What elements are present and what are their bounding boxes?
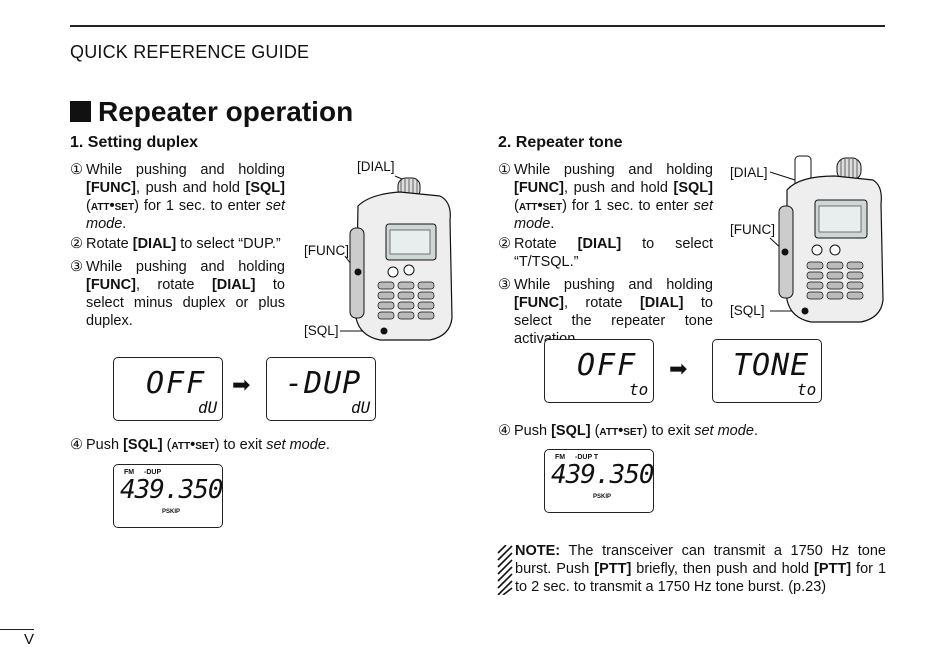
transceiver-illustration	[769, 155, 884, 323]
lcd-frequency-left: FM -DUP 439.350 PSKIP	[113, 464, 224, 528]
lcd-frequency: 439.350	[120, 475, 224, 505]
note-text: NOTE: The transceiver can transmit a 175…	[515, 543, 887, 595]
transceiver-illustration	[340, 175, 453, 341]
lcd-sub-text: dU	[351, 398, 371, 417]
lcd-tone-on: TONE to	[712, 339, 822, 403]
page-rule	[0, 629, 34, 630]
lcd-tone-off: OFF to	[544, 339, 654, 403]
lcd-main-text: OFF	[577, 348, 638, 383]
lcd-pskip-indicator: PSKIP	[593, 494, 612, 500]
dial-callout: [DIAL]	[357, 159, 395, 174]
step-number: ③	[498, 277, 511, 293]
lcd-frequency-right: FM -DUP T 439.350 PSKIP	[544, 449, 655, 513]
left-step-3: ③ While pushing and holding [FUNC], rota…	[70, 259, 285, 329]
step-number: ④	[70, 437, 83, 453]
step-number: ①	[70, 162, 83, 178]
lcd-dup-indicator: -DUP T	[575, 454, 599, 461]
right-step-1: ① While pushing and holding [FUNC], push…	[498, 162, 713, 232]
step-number: ②	[498, 236, 511, 252]
lcd-sub-text: to	[629, 380, 649, 399]
right-step-2: ② Rotate [DIAL] to select “T/TSQL.”	[498, 236, 713, 270]
lcd-pskip-indicator: PSKIP	[162, 509, 181, 515]
section-title: Repeater operation	[70, 96, 353, 128]
square-bullet-icon	[70, 101, 91, 122]
lcd-fm-indicator: FM	[124, 469, 135, 476]
step-number: ②	[70, 236, 83, 252]
lcd-main-text: -DUP	[285, 366, 362, 401]
left-step-1: ① While pushing and holding [FUNC], push…	[70, 162, 285, 232]
lcd-duplex-minus: -DUP dU	[266, 357, 376, 421]
section-title-text: Repeater operation	[98, 96, 354, 127]
lcd-main-text: TONE	[733, 348, 810, 383]
dial-callout: [DIAL]	[730, 165, 768, 180]
page-number: V	[24, 631, 35, 648]
left-heading: 1. Setting duplex	[70, 134, 199, 151]
lcd-sub-text: dU	[198, 398, 218, 417]
right-step-3: ③ While pushing and holding [FUNC], rota…	[498, 277, 713, 347]
lcd-main-text: OFF	[146, 366, 207, 401]
arrow-right-icon: ➡	[232, 372, 251, 397]
left-step-4: ④ Push [SQL] (att•set) to exit set mode.	[70, 437, 330, 453]
note-label: NOTE:	[515, 543, 561, 559]
func-callout: [FUNC]	[304, 243, 349, 258]
sql-callout: [SQL]	[730, 303, 765, 318]
step-number: ④	[498, 423, 511, 439]
func-callout: [FUNC]	[730, 222, 775, 237]
right-heading: 2. Repeater tone	[498, 134, 623, 151]
arrow-right-icon: ➡	[669, 356, 688, 381]
lcd-fm-indicator: FM	[555, 454, 566, 461]
step-number: ①	[498, 162, 511, 178]
left-step-2: ② Rotate [DIAL] to select “DUP.”	[70, 236, 281, 252]
lcd-sub-text: to	[797, 380, 817, 399]
guide-title: QUICK REFERENCE GUIDE	[70, 42, 310, 62]
top-rule	[70, 25, 885, 27]
lcd-dup-indicator: -DUP	[144, 469, 162, 476]
sql-callout: [SQL]	[304, 323, 339, 338]
step-number: ③	[70, 259, 83, 275]
lcd-duplex-off: OFF dU	[113, 357, 223, 421]
note-hatch-icon	[497, 545, 513, 595]
right-step-4: ④ Push [SQL] (att•set) to exit set mode.	[498, 423, 758, 439]
lcd-frequency: 439.350	[551, 460, 655, 490]
